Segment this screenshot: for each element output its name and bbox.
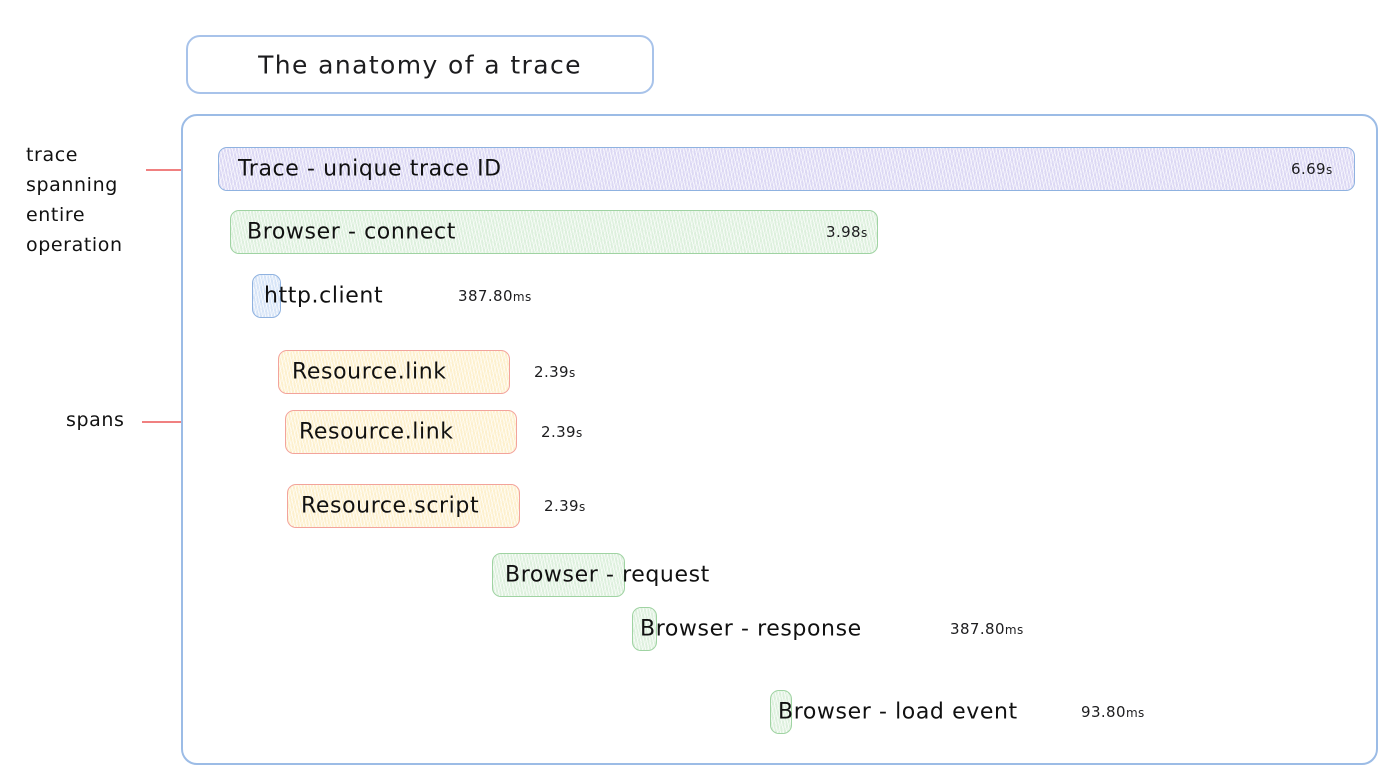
span-bar-http-client[interactable]: [252, 274, 281, 318]
duration-value: 387.80: [458, 287, 513, 305]
bar-texture: [288, 485, 519, 527]
duration-value: 2.39: [534, 363, 569, 381]
annotation-line-4: operation: [26, 234, 123, 256]
bar-texture: [253, 275, 280, 317]
duration-unit: ms: [1004, 623, 1024, 637]
span-label-http-client: http.client: [264, 283, 384, 309]
duration-value: 2.39: [541, 423, 576, 441]
bar-texture: [286, 411, 516, 453]
annotation-line-2: spanning: [26, 174, 118, 196]
bar-texture: [633, 608, 656, 650]
duration-unit: s: [579, 500, 586, 514]
bar-texture: [771, 691, 791, 733]
span-row-http-client[interactable]: http.client 387.80ms: [252, 274, 552, 318]
span-bar-browser-request[interactable]: [492, 553, 625, 597]
span-row-browser-request[interactable]: Browser - request: [492, 553, 792, 597]
duration-unit: ms: [512, 290, 532, 304]
span-row-browser-connect[interactable]: Browser - connect 3.98s: [230, 210, 878, 254]
span-bar-browser-response[interactable]: [632, 607, 657, 651]
span-row-resource-link-1[interactable]: Resource.link 2.39s: [278, 350, 588, 394]
span-bar-trace[interactable]: [218, 147, 1355, 191]
duration-unit: s: [576, 426, 583, 440]
duration-value: 93.80: [1081, 703, 1126, 721]
span-row-trace[interactable]: Trace - unique trace ID 6.69s: [218, 147, 1355, 191]
span-duration-trace: 6.69s: [1291, 160, 1333, 178]
annotation-line-1: spans: [66, 409, 125, 431]
bar-texture: [279, 351, 509, 393]
bar-texture: [231, 211, 877, 253]
span-row-browser-response[interactable]: Browser - response 387.80ms: [632, 607, 1052, 651]
spans-annotation-label: spans: [66, 405, 125, 435]
span-label-browser-load-event: Browser - load event: [778, 699, 1018, 725]
span-label-browser-response: Browser - response: [640, 616, 862, 642]
duration-value: 6.69: [1291, 160, 1326, 178]
duration-unit: s: [1326, 163, 1333, 177]
span-duration-browser-load-event: 93.80ms: [1081, 703, 1145, 721]
annotation-line-3: entire: [26, 204, 86, 226]
trace-annotation-leader-line: [146, 169, 208, 171]
span-bar-browser-load-event[interactable]: [770, 690, 792, 734]
title-card: The anatomy of a trace: [186, 35, 654, 94]
span-duration-resource-script: 2.39s: [544, 497, 586, 515]
bar-texture: [493, 554, 624, 596]
trace-annotation-label: trace spanning entire operation: [26, 140, 123, 260]
duration-value: 387.80: [950, 620, 1005, 638]
span-row-resource-link-2[interactable]: Resource.link 2.39s: [285, 410, 595, 454]
span-bar-resource-link-2[interactable]: [285, 410, 517, 454]
span-row-resource-script[interactable]: Resource.script 2.39s: [287, 484, 607, 528]
duration-value: 2.39: [544, 497, 579, 515]
page-title: The anatomy of a trace: [258, 50, 582, 79]
span-duration-resource-link-1: 2.39s: [534, 363, 576, 381]
span-duration-resource-link-2: 2.39s: [541, 423, 583, 441]
span-duration-http-client: 387.80ms: [458, 287, 532, 305]
bar-texture: [219, 148, 1354, 190]
spans-annotation-leader-line: [142, 421, 212, 423]
span-duration-browser-connect: 3.98s: [826, 223, 868, 241]
duration-value: 3.98: [826, 223, 861, 241]
duration-unit: s: [569, 366, 576, 380]
duration-unit: s: [861, 226, 868, 240]
span-bar-browser-connect[interactable]: [230, 210, 878, 254]
annotation-line-1: trace: [26, 144, 79, 166]
span-row-browser-load-event[interactable]: Browser - load event 93.80ms: [770, 690, 1190, 734]
span-bar-resource-link-1[interactable]: [278, 350, 510, 394]
span-duration-browser-response: 387.80ms: [950, 620, 1024, 638]
duration-unit: ms: [1125, 706, 1145, 720]
span-bar-resource-script[interactable]: [287, 484, 520, 528]
